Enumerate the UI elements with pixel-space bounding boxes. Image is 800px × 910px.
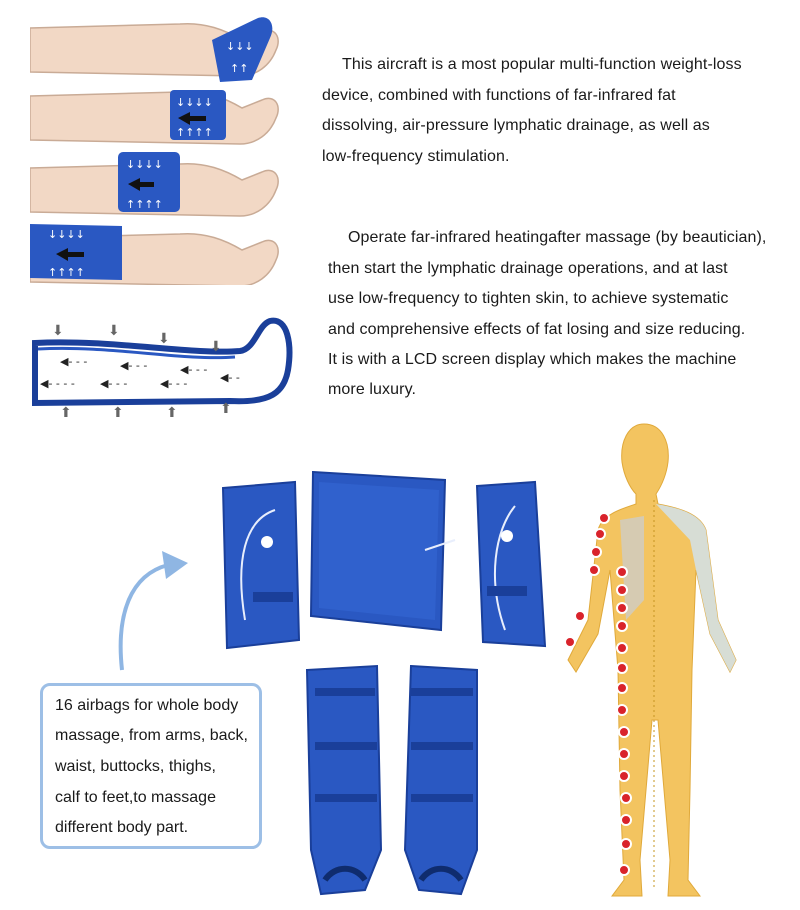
leg-compression-sequence-illustration: ↓↓↓ ↑↑ ↓↓↓↓ ↑↑↑↑ ↓↓↓↓ ↑↑↑↑ ↓↓↓↓ ↑↑↑↑ bbox=[30, 17, 279, 285]
intro-line: low-frequency stimulation. bbox=[322, 148, 510, 165]
callout-line: different body part. bbox=[55, 819, 189, 836]
airbag-garments-photo bbox=[221, 470, 547, 896]
svg-text:↑↑↑↑: ↑↑↑↑ bbox=[176, 126, 213, 139]
leg-stage-4: ↓↓↓↓ ↑↑↑↑ bbox=[30, 224, 279, 285]
svg-text:↓↓↓: ↓↓↓ bbox=[226, 40, 254, 53]
operation-line: Operate far-infrared heatingafter massag… bbox=[348, 229, 767, 246]
svg-text:⬇: ⬇ bbox=[210, 339, 222, 355]
body-acupoint-figure bbox=[564, 423, 737, 897]
svg-text:⬇: ⬇ bbox=[158, 331, 170, 347]
svg-text:◀- -: ◀- - bbox=[220, 371, 240, 384]
svg-text:⬆: ⬆ bbox=[166, 405, 178, 420]
intro-line: This aircraft is a most popular multi-fu… bbox=[342, 56, 742, 73]
leg-stage-2: ↓↓↓↓ ↑↑↑↑ bbox=[30, 90, 279, 145]
callout-line: 16 airbags for whole body bbox=[55, 697, 239, 714]
operation-line: use low-frequency to tighten skin, to ac… bbox=[328, 290, 729, 307]
intro-line: device, combined with functions of far-i… bbox=[322, 87, 676, 104]
intro-line: dissolving, air-pressure lymphatic drain… bbox=[322, 117, 710, 134]
svg-text:◀- - -: ◀- - - bbox=[60, 355, 87, 368]
right-leg-boot bbox=[403, 664, 478, 896]
callout-line: massage, from arms, back, bbox=[55, 727, 248, 744]
airflow-pressure-diagram: ⬇ ⬇ ⬇ ⬇ ⬆ ⬆ ⬆ ⬆ ◀- - - ◀- - - ◀- - - ◀- … bbox=[32, 317, 293, 420]
svg-text:⬇: ⬇ bbox=[108, 323, 120, 339]
operation-line: and comprehensive effects of fat losing … bbox=[328, 321, 746, 338]
svg-text:◀- - - -: ◀- - - - bbox=[40, 377, 75, 390]
svg-text:↑↑: ↑↑ bbox=[230, 62, 248, 75]
svg-text:↓↓↓↓: ↓↓↓↓ bbox=[176, 96, 213, 109]
left-leg-boot bbox=[305, 664, 383, 896]
svg-text:⬆: ⬆ bbox=[220, 401, 232, 417]
svg-text:◀- - -: ◀- - - bbox=[120, 359, 147, 372]
svg-text:↓↓↓↓: ↓↓↓↓ bbox=[126, 158, 163, 171]
leg-stage-1: ↓↓↓ ↑↑ bbox=[30, 17, 279, 82]
svg-text:◀- - -: ◀- - - bbox=[160, 377, 187, 390]
airbag-description-callout: 16 airbags for whole body massage, from … bbox=[40, 683, 262, 849]
callout-line: waist, buttocks, thighs, bbox=[55, 758, 216, 775]
right-arm-sleeve bbox=[475, 480, 547, 648]
svg-text:⬇: ⬇ bbox=[52, 323, 64, 339]
massage-point-markers bbox=[564, 512, 632, 876]
operation-line: It is with a LCD screen display which ma… bbox=[328, 351, 737, 368]
curved-pointer-arrow bbox=[118, 551, 188, 671]
pressure-arrows: ⬇ ⬇ ⬇ ⬇ ⬆ ⬆ ⬆ ⬆ bbox=[52, 323, 232, 420]
waist-wrap bbox=[309, 470, 456, 632]
left-arm-sleeve bbox=[221, 480, 301, 650]
flow-arrows: ◀- - - ◀- - - ◀- - - ◀- - - - ◀- - - ◀- … bbox=[40, 355, 240, 390]
callout-line: calf to feet,to massage bbox=[55, 789, 216, 806]
operation-line: then start the lymphatic drainage operat… bbox=[328, 260, 728, 277]
svg-text:↑↑↑↑: ↑↑↑↑ bbox=[48, 266, 85, 279]
svg-text:⬆: ⬆ bbox=[60, 405, 72, 420]
svg-text:⬆: ⬆ bbox=[112, 405, 124, 420]
leg-stage-3: ↓↓↓↓ ↑↑↑↑ bbox=[30, 152, 279, 217]
svg-text:◀- - -: ◀- - - bbox=[180, 363, 207, 376]
svg-text:◀- - -: ◀- - - bbox=[100, 377, 127, 390]
svg-text:↓↓↓↓: ↓↓↓↓ bbox=[48, 228, 85, 241]
svg-text:↑↑↑↑: ↑↑↑↑ bbox=[126, 198, 163, 211]
operation-line: more luxury. bbox=[328, 381, 417, 398]
